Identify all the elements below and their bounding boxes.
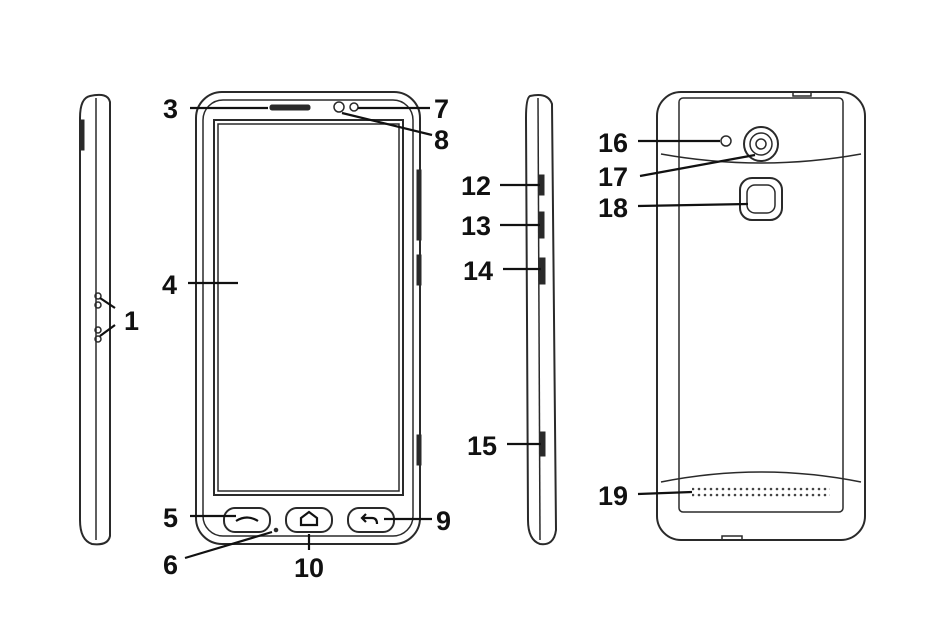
callout-15: 15	[467, 431, 497, 461]
callout-19: 19	[598, 481, 628, 511]
callout-12: 12	[461, 171, 491, 201]
microphone-hole	[274, 528, 278, 532]
callout-16: 16	[598, 128, 628, 158]
call-key	[224, 508, 270, 532]
callout-10: 10	[294, 553, 324, 583]
left-side-view	[80, 95, 110, 544]
callout-3: 3	[163, 94, 178, 124]
power-key	[540, 258, 545, 284]
right-side-body	[526, 95, 556, 544]
callout-17: 17	[598, 162, 628, 192]
back-view	[657, 92, 865, 540]
callout-1: 1	[124, 306, 139, 336]
callout-14: 14	[463, 256, 493, 286]
speaker-grille	[692, 486, 830, 498]
earpiece	[270, 105, 310, 110]
callout-7: 7	[434, 94, 449, 124]
callout-4: 4	[162, 270, 177, 300]
callout-13: 13	[461, 211, 491, 241]
callout-8: 8	[434, 125, 449, 155]
front-side-key-mid	[417, 255, 421, 285]
callout-18: 18	[598, 193, 628, 223]
callout-9: 9	[436, 506, 451, 536]
screen	[214, 120, 403, 495]
right-side-view	[526, 95, 556, 544]
front-side-key-low	[417, 435, 421, 465]
left-side-button	[80, 120, 84, 150]
left-side-body	[80, 95, 110, 544]
callout-5: 5	[163, 503, 178, 533]
front-side-key-top	[417, 170, 421, 240]
callout-6: 6	[163, 550, 178, 580]
front-view	[196, 92, 421, 544]
